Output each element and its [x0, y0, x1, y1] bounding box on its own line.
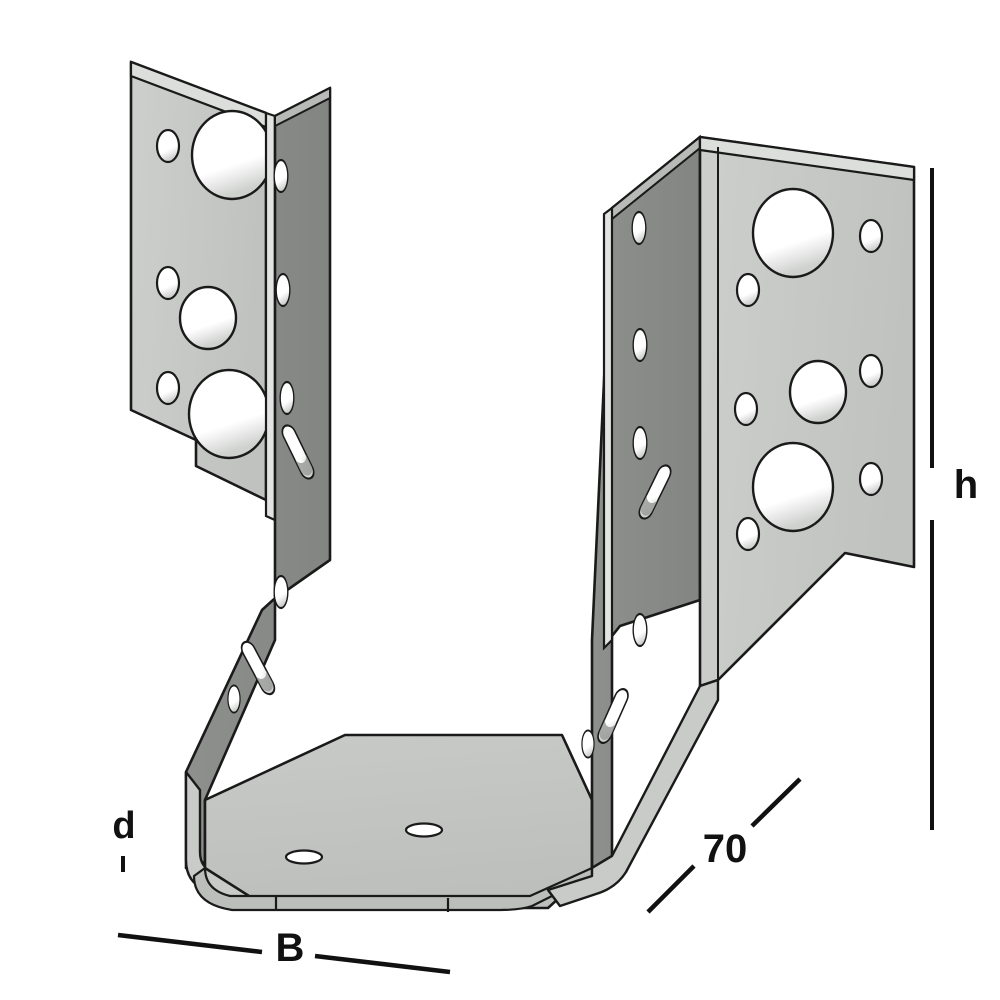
flange-hole-large: [190, 109, 274, 201]
right-side-assembly: [546, 134, 916, 908]
seat-seam-notch: [274, 896, 450, 912]
flange-hole-small: [735, 272, 761, 308]
flange-hole-medium: [178, 285, 238, 351]
web-hole-small: [275, 272, 291, 308]
dimension-height-label: h: [954, 463, 978, 507]
flange-hole-large: [187, 368, 271, 460]
dimension-thickness-label: d: [112, 805, 135, 847]
left-nailing-flange: [129, 60, 274, 502]
left-web-top-edge: [274, 86, 331, 128]
web-hole-small: [279, 380, 295, 416]
flange-hole-small: [858, 353, 884, 389]
flange-hole-large: [751, 187, 835, 279]
flange-hole-small: [858, 461, 884, 497]
bottom-seat-plate: [192, 733, 594, 912]
seat-hole: [404, 822, 444, 838]
web-hole-small: [581, 729, 595, 759]
dimension-height: h: [930, 168, 978, 830]
flange-hole-small: [733, 391, 759, 427]
flange-hole-small: [858, 218, 884, 254]
web-hole-small: [632, 425, 648, 461]
dimension-width-label: B: [276, 926, 305, 970]
right-corner-radius: [546, 678, 720, 908]
right-web-panel: [581, 134, 702, 870]
web-hole-small: [273, 158, 289, 194]
dimension-depth-label: 70: [703, 827, 748, 871]
dimension-width-line-left: [117, 932, 263, 955]
seat-front-lip: [192, 866, 594, 912]
right-fold-highlight: [602, 205, 614, 651]
dimension-width: B: [117, 926, 451, 975]
web-hole-small: [632, 612, 648, 648]
web-hole-small: [273, 574, 289, 610]
flange-hole-small: [155, 370, 181, 406]
right-flange-top-lip: [698, 135, 916, 182]
dimension-annotations: h B 70 d: [112, 168, 978, 975]
dimension-depth-line-lower: [646, 864, 696, 914]
flange-hole-small: [735, 516, 761, 552]
right-bottom-bend: [546, 678, 720, 908]
dimension-thickness: d: [112, 805, 136, 872]
right-nailing-flange: [698, 135, 916, 688]
flange-hole-small: [155, 265, 181, 301]
seat-hole: [284, 849, 324, 865]
web-hole-small: [632, 327, 648, 363]
flange-hole-small: [155, 128, 181, 164]
flange-hole-large: [751, 441, 835, 533]
left-side-assembly: [129, 60, 332, 908]
web-hole-small: [227, 684, 241, 714]
seat-face: [203, 733, 594, 910]
dimension-depth: 70: [646, 777, 802, 914]
dimension-width-line-right: [314, 953, 451, 975]
web-hole-small: [631, 210, 647, 246]
dimension-depth-line-upper: [750, 777, 802, 828]
flange-hole-medium: [788, 359, 848, 425]
